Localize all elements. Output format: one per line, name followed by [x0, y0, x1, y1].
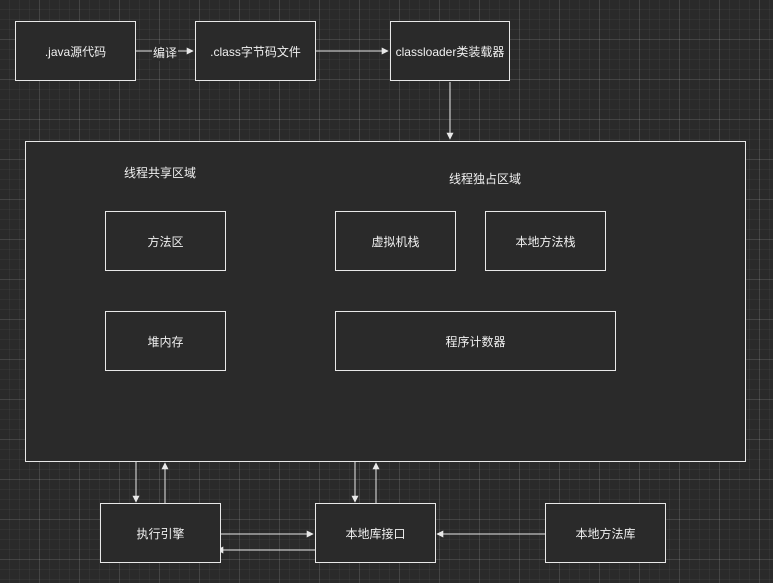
region-label-exclusive: 线程独占区域	[449, 172, 522, 186]
node-java-source[interactable]: .java源代码	[15, 21, 136, 81]
edge-label-compile: 编译	[152, 44, 179, 61]
node-native-interface[interactable]: 本地库接口	[315, 503, 436, 563]
node-class-file[interactable]: .class字节码文件	[195, 21, 316, 81]
node-method-area[interactable]: 方法区	[105, 211, 226, 271]
node-execution-engine[interactable]: 执行引擎	[100, 503, 221, 563]
node-vm-stack[interactable]: 虚拟机栈	[335, 211, 456, 271]
region-label-shared: 线程共享区域	[124, 166, 197, 180]
node-classloader[interactable]: classloader类装载器	[390, 21, 510, 81]
node-native-method-stack[interactable]: 本地方法栈	[485, 211, 606, 271]
node-heap[interactable]: 堆内存	[105, 311, 226, 371]
node-program-counter[interactable]: 程序计数器	[335, 311, 616, 371]
node-native-library[interactable]: 本地方法库	[545, 503, 666, 563]
runtime-data-area[interactable]	[25, 141, 746, 462]
